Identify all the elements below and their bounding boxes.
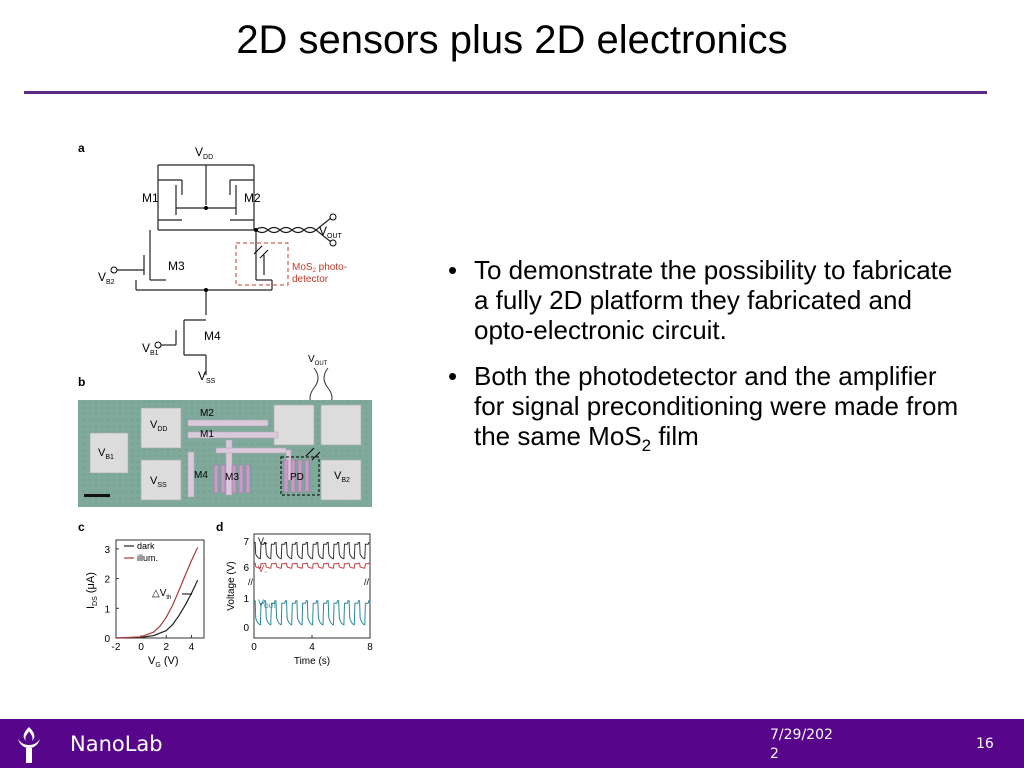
b-m3-label: M3 [225,472,239,483]
m4-label: M4 [204,329,221,343]
axis-break-mark: // [248,577,254,587]
legend-label: dark [137,541,155,551]
panel-a-label: a [78,141,85,155]
panel-b: b VOUT [78,354,372,507]
y-axis-label: Voltage (V) [226,561,237,610]
torch-logo-icon [18,727,40,763]
x-tick-label: 0 [251,642,257,653]
m3-label: M3 [168,259,185,273]
electrode-pads [89,404,362,501]
bullet-list: To demonstrate the possibility to fabric… [446,255,966,467]
panel-a: a VDD [78,141,347,385]
channel-traces [187,419,292,498]
panel-d: d // // 0 4 8 6 7 0 1 V+ V− VOUT Time (s) Voltage (V) [216,520,373,667]
panel-d-label: d [216,520,223,534]
footer-date: 7/29/2022 [770,727,833,762]
x-tick-label: -2 [112,642,121,653]
b-vb2-label: VB2 [334,470,350,484]
detector-label-line1: MoS2 photo- [292,262,347,274]
m2-label: M2 [244,191,261,205]
y-tick-label: 0 [104,634,110,645]
vout-series-label: VOUT [258,598,277,610]
legend-label: illum. [137,553,158,563]
transistor-fingers [213,459,310,494]
b-vout-label: VOUT [308,354,328,367]
bullet-text: Both the photodetector and the amplifier… [474,361,959,451]
vout-label: VOUT [319,224,343,240]
y-tick-label: 3 [104,545,110,556]
y-axis-label: IDS (μA) [85,572,99,609]
title-divider [24,91,987,94]
v-minus-label: V− [258,564,268,576]
slide-title: 2D sensors plus 2D electronics [236,18,788,62]
x-tick-label: 4 [309,642,315,653]
b-m2-label: M2 [200,408,214,419]
x-tick-label: 0 [138,642,144,653]
x-tick-label: 4 [189,642,195,653]
y-tick-label: 1 [104,604,110,615]
page-number: 16 [976,736,994,752]
series-line [254,600,370,626]
footer-brand: NanoLab [70,732,163,756]
b-vb1-label: VB1 [98,447,114,461]
panel-c-label: c [78,520,85,534]
bullet-subscript: 2 [641,436,652,456]
b-vss-label: VSS [150,475,167,489]
schematic-wires [116,164,332,375]
x-tick-label: 2 [164,642,170,653]
axis-break-mark: // [364,577,370,587]
series-line [115,547,199,639]
series-line [254,562,370,569]
panel-b-label: b [78,375,85,389]
x-axis-label: VG (V) [148,655,179,669]
vss-label: VSS [198,369,216,385]
vb1-label: VB1 [142,341,159,357]
series-line [115,579,199,639]
bullet-text-tail: film [651,421,699,451]
y-tick-label: 1 [243,594,249,605]
vdd-label: VDD [195,145,213,161]
b-m1-label: M1 [200,429,214,440]
footer-bar: NanoLab 7/29/2022 16 [0,719,1024,768]
x-tick-label: 8 [367,642,373,653]
y-tick-label: 2 [104,575,110,586]
detector-label-line2: detector [292,274,329,285]
iv-plot-frame [115,539,205,639]
bullet-item: Both the photodetector and the amplifier… [446,361,966,454]
m1-label: M1 [142,191,159,205]
light-arrows-icon [253,245,269,259]
x-axis-label: Time (s) [294,656,330,667]
y-tick-label: 6 [243,563,249,574]
y-tick-label: 7 [243,537,249,548]
bullet-item: To demonstrate the possibility to fabric… [446,255,966,345]
b-m4-label: M4 [194,470,208,481]
delta-vth-label: △Vth [152,588,171,601]
scale-bar [84,494,110,497]
bullet-text: To demonstrate the possibility to fabric… [474,255,953,345]
v-plus-label: V+ [258,536,268,548]
vb2-label: VB2 [98,270,115,286]
circuit-figure: a VDD [78,141,373,669]
voltage-time-chart: // // 0 4 8 6 7 0 1 V+ V− VOUT Time (s) Voltage (V) [226,533,373,667]
b-pd-label: PD [290,472,304,483]
series-line [254,542,370,560]
detector-box [235,242,289,286]
b-vdd-label: VDD [150,419,167,433]
y-tick-label: 0 [243,623,249,634]
